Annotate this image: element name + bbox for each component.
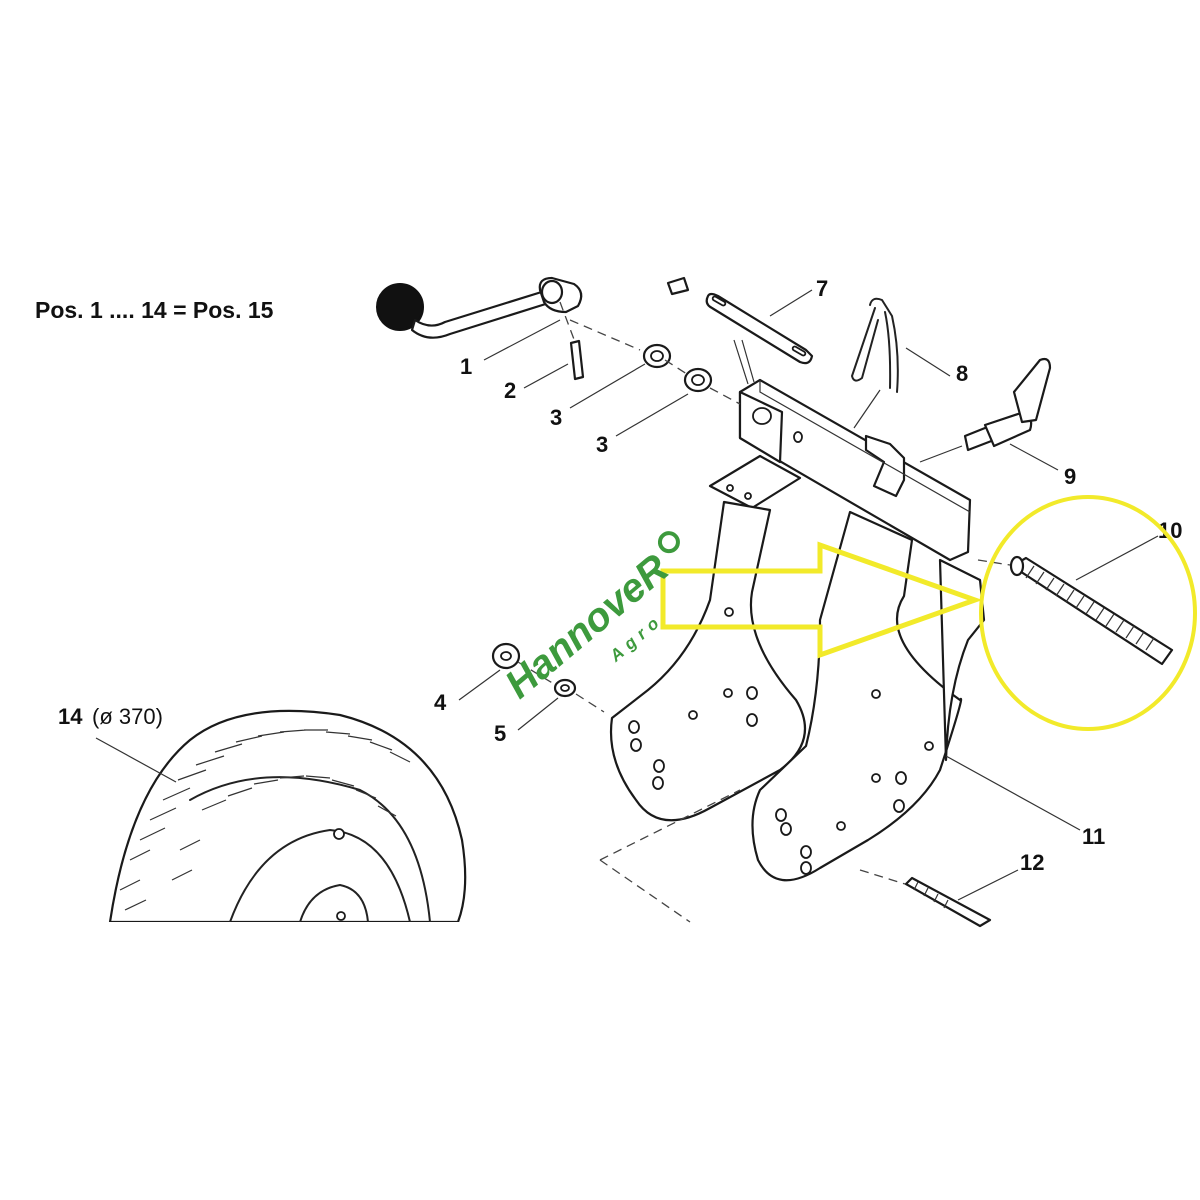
callout-14-note: (ø 370)	[92, 704, 163, 729]
highlight-overlay	[660, 495, 1197, 731]
part-14-wheel	[108, 709, 467, 922]
part-1-crank-handle	[376, 276, 583, 339]
part-3-washer-a	[642, 343, 672, 369]
part-3-washer-b	[683, 367, 713, 393]
callout-12: 12	[1020, 850, 1044, 875]
callout-3b: 3	[596, 432, 608, 457]
part-4-nut	[491, 642, 521, 670]
callout-1: 1	[460, 354, 472, 379]
highlight-ring	[979, 495, 1197, 731]
callout-5: 5	[494, 721, 506, 746]
part-8-spring-clip	[851, 297, 899, 393]
callout-3a: 3	[550, 405, 562, 430]
diagram-title: Pos. 1 .... 14 = Pos. 15	[35, 297, 274, 323]
part-2-pin	[569, 339, 585, 381]
callout-14: 14	[58, 704, 83, 729]
part-5-washer	[553, 678, 577, 698]
callout-11: 11	[1082, 824, 1105, 849]
callout-2: 2	[504, 378, 516, 403]
assembly-lines	[517, 301, 1011, 923]
main-bracket	[708, 378, 972, 562]
part-7-slotted-plate	[666, 276, 814, 365]
callout-9: 9	[1064, 464, 1076, 489]
part-11-side-plates	[609, 500, 986, 882]
part-12-threaded-stud	[904, 876, 992, 928]
part-10-threaded-rod	[1009, 555, 1174, 666]
gear-icon	[657, 531, 680, 554]
callout-8: 8	[956, 361, 968, 386]
highlight-arrow	[660, 541, 983, 659]
callout-4: 4	[434, 690, 447, 715]
callout-7: 7	[816, 276, 828, 301]
leader-lines	[95, 289, 1159, 901]
part-9-wing-screw	[963, 357, 1052, 452]
